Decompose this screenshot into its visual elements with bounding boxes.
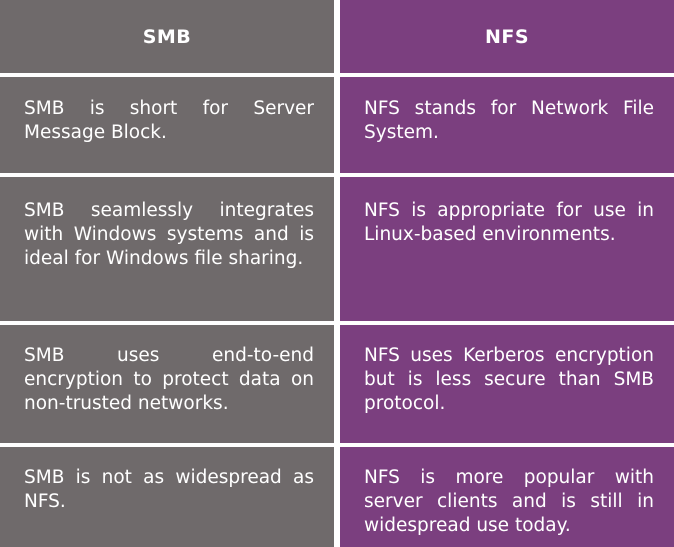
smb-header: SMB: [0, 0, 334, 73]
nfs-cell-3: NFS uses Kerberos encryption but is less…: [340, 325, 674, 443]
smb-cell-4: SMB is not as widespread as NFS.: [0, 447, 334, 547]
nfs-header: NFS: [340, 0, 674, 73]
nfs-cell-4-text: NFS is more popular with server clients …: [364, 467, 654, 536]
smb-cell-3-text: SMB uses end-to-end encryption to protec…: [24, 345, 314, 414]
smb-header-label: SMB: [142, 25, 192, 48]
smb-cell-4-text: SMB is not as widespread as NFS.: [24, 467, 314, 512]
nfs-cell-3-text: NFS uses Kerberos encryption but is less…: [364, 345, 654, 414]
nfs-cell-4: NFS is more popular with server clients …: [340, 447, 674, 547]
smb-cell-1: SMB is short for Server Message Block.: [0, 77, 334, 173]
nfs-cell-1-text: NFS stands for Network File System.: [364, 98, 654, 143]
nfs-cell-2: NFS is appropriate for use in Linux-base…: [340, 177, 674, 321]
nfs-cell-1: NFS stands for Network File System.: [340, 77, 674, 173]
smb-cell-1-text: SMB is short for Server Message Block.: [24, 98, 314, 143]
smb-cell-2-text: SMB seamlessly integrates with Windows s…: [24, 200, 314, 269]
smb-cell-2: SMB seamlessly integrates with Windows s…: [0, 177, 334, 321]
smb-cell-3: SMB uses end-to-end encryption to protec…: [0, 325, 334, 443]
nfs-header-label: NFS: [484, 25, 530, 48]
nfs-cell-2-text: NFS is appropriate for use in Linux-base…: [364, 200, 654, 245]
